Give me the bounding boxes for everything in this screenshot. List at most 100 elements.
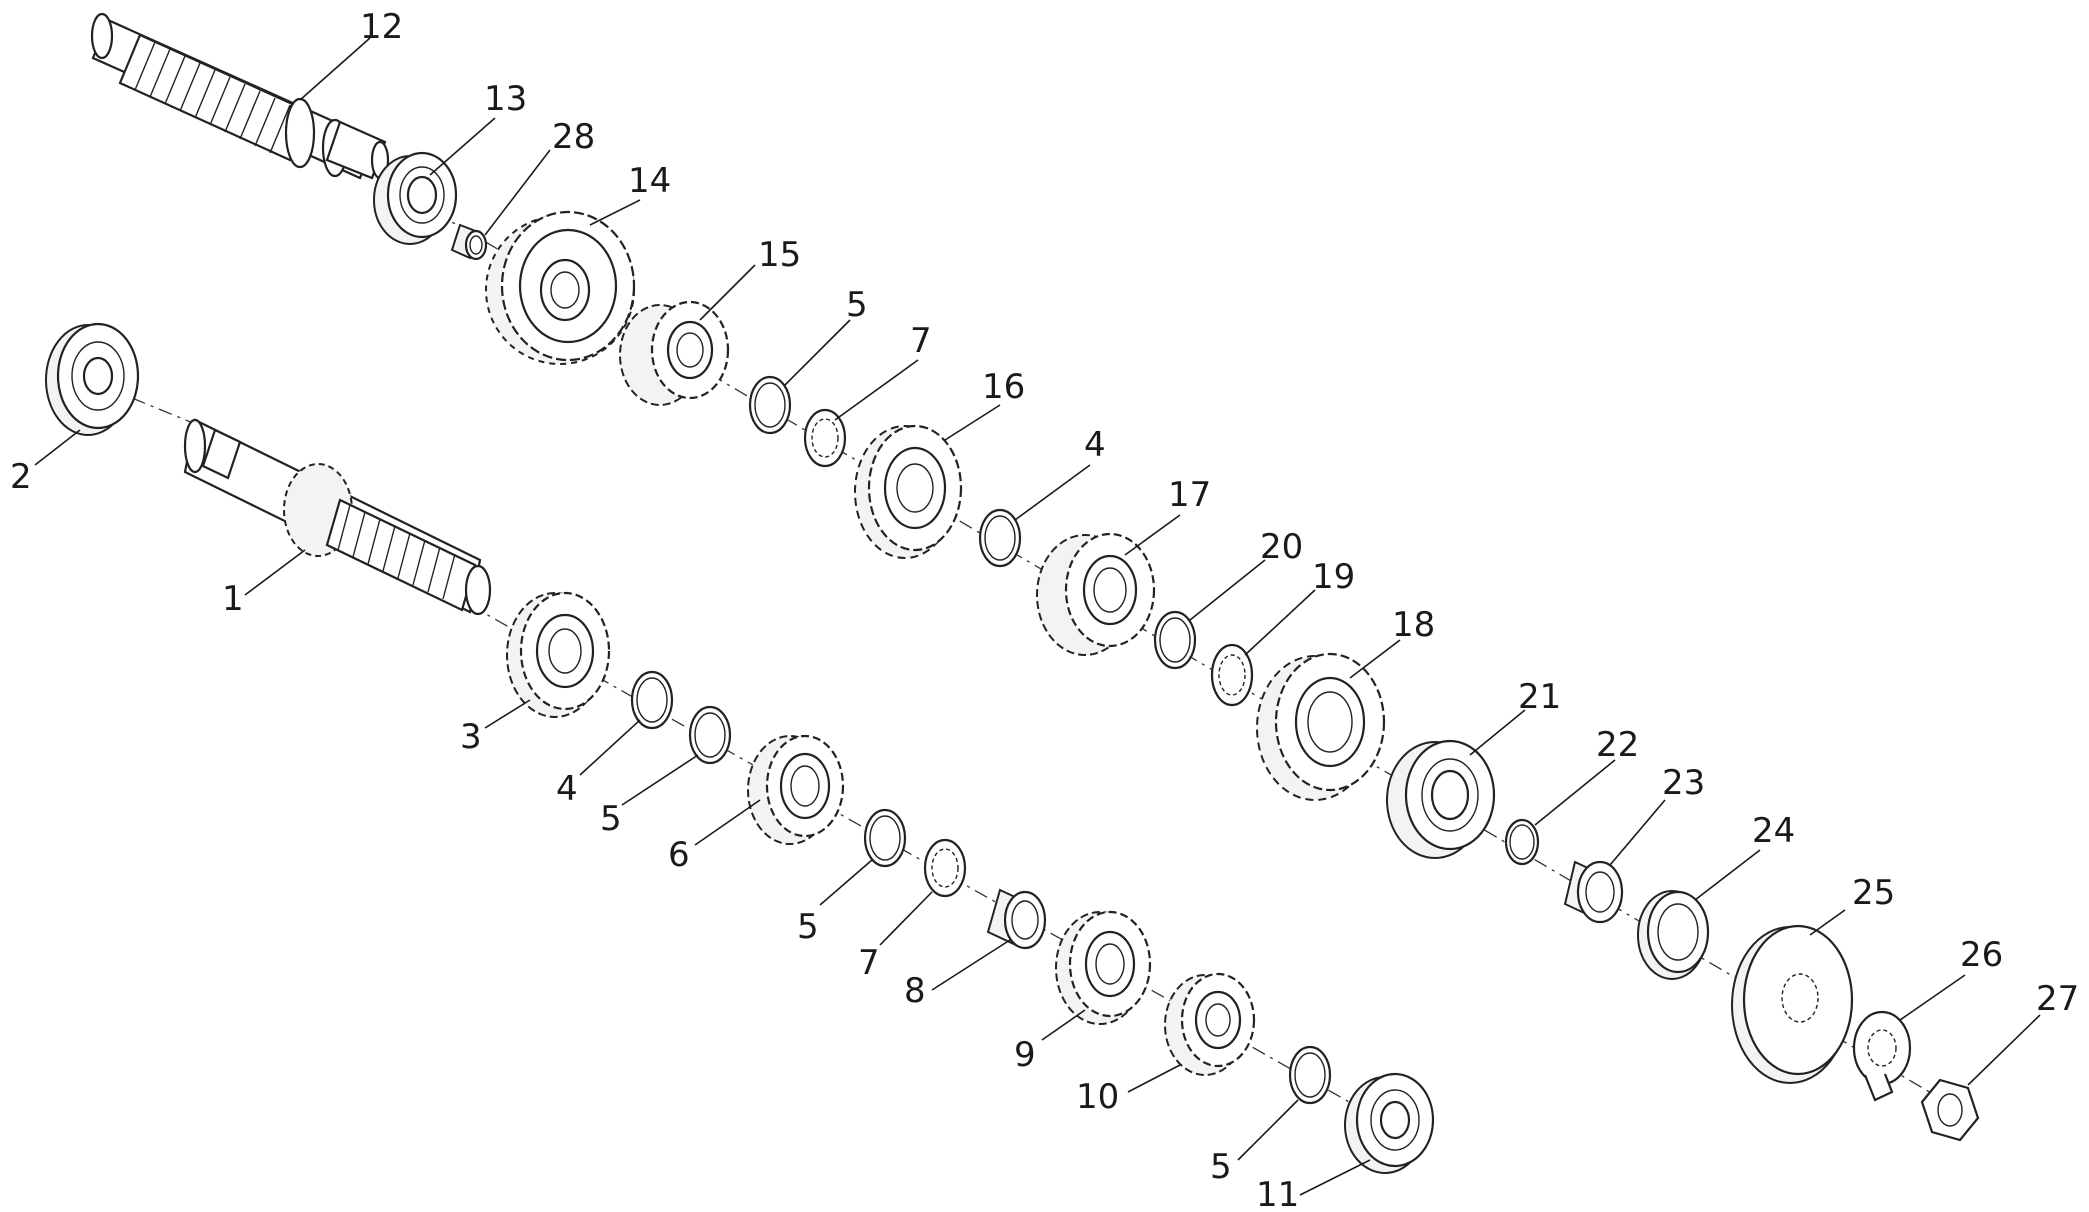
leader-23 [1609,799,1666,866]
callout-28: 28 [552,117,595,157]
leader-lines [34,37,2041,1196]
axis-lines [131,167,1961,1126]
part-18-large-gear [1256,652,1386,801]
leader-22 [1534,759,1616,826]
part-14-large-gear [485,210,636,365]
part-7-splined-washer-upper [803,408,847,468]
leader-21 [1469,709,1526,756]
callout-25: 25 [1852,873,1895,913]
callout-12: 12 [360,7,403,47]
callout-1: 1 [222,579,244,619]
leader-8 [931,939,1011,991]
leader-9 [1041,1009,1086,1041]
callout-15: 15 [758,235,801,275]
leader-18 [1349,639,1401,679]
part-6-dog-gear [747,734,845,845]
callout-7-upper: 7 [910,321,932,361]
part-28-bushing [450,223,488,261]
leader-7-lower [879,891,933,946]
part-15-dog-gear [619,300,730,406]
part-5-circlip-lower-d [1288,1045,1332,1105]
leader-26 [1899,974,1966,1021]
part-13-bearing [373,151,458,245]
leader-20 [1189,559,1266,621]
leader-4-upper [1014,464,1091,521]
callout-5-upper: 5 [846,285,868,325]
callout-5-lower-c: 5 [797,907,819,947]
part-23-bushing [1563,860,1624,924]
part-19-splined-washer [1210,643,1254,707]
leader-10 [1127,1064,1181,1093]
leader-12 [299,37,371,101]
leader-6 [694,799,761,846]
callout-24: 24 [1752,811,1795,851]
leader-27 [1967,1014,2041,1086]
callout-22: 22 [1596,725,1639,765]
part-10-dog-gear [1164,972,1256,1076]
callout-10: 10 [1076,1077,1119,1117]
leader-13 [429,117,496,176]
callout-21: 21 [1518,677,1561,717]
callout-6: 6 [668,835,690,875]
part-24-seal [1637,890,1710,980]
callout-8: 8 [904,971,926,1011]
leader-5-lower-c [819,859,873,906]
callout-4-lower: 4 [556,769,578,809]
part-25-sprocket-plate [1731,924,1854,1084]
leader-5-lower-b [621,754,699,806]
callout-27: 27 [2036,979,2079,1019]
part-4-thrust-washer-upper [978,508,1022,568]
callout-19: 19 [1312,557,1355,597]
part-5-circlip-lower-c [863,808,907,868]
callout-9: 9 [1014,1035,1036,1075]
callout-5-lower-b: 5 [600,799,622,839]
leader-1 [244,549,306,596]
part-26-lock-washer [1852,1010,1912,1102]
part-1-lower-shaft [183,418,492,616]
part-11-bearing [1344,1072,1435,1174]
part-27-nut [1920,1078,1980,1142]
leader-19 [1244,589,1316,656]
leader-16 [944,404,1001,441]
callout-16: 16 [982,367,1025,407]
callout-23: 23 [1662,763,1705,803]
leader-25 [1809,909,1846,936]
leader-5-upper [784,319,851,386]
part-22-circlip [1504,818,1540,866]
part-4-thrust-washer-lower [630,670,674,730]
leader-5-lower-d [1237,1099,1299,1161]
callout-5-lower-d: 5 [1210,1147,1232,1187]
callout-18: 18 [1392,605,1435,645]
leader-11 [1299,1159,1371,1196]
callout-3: 3 [460,717,482,757]
leader-17 [1124,514,1181,556]
part-16-gear [854,424,963,559]
callout-20: 20 [1260,527,1303,567]
part-20-circlip [1153,610,1197,670]
part-12-upper-shaft [90,12,390,180]
callout-2: 2 [10,457,32,497]
part-5-circlip-lower-b [688,705,732,765]
leader-4-lower [579,719,641,776]
callout-4-upper: 4 [1084,425,1106,465]
callout-7-lower: 7 [858,943,880,983]
callout-labels: 12 13 28 14 15 5 7 16 4 17 20 19 18 21 2… [10,7,2079,1212]
callout-11: 11 [1256,1175,1299,1212]
leader-14 [589,199,641,226]
part-2-bearing [45,322,140,436]
callout-17: 17 [1168,475,1211,515]
leader-15 [699,264,756,321]
leader-3 [484,699,531,729]
part-7-splined-washer-lower [923,838,967,898]
part-5-circlip-upper [748,375,792,435]
part-9-gear [1055,910,1152,1025]
callout-13: 13 [484,79,527,119]
callout-26: 26 [1960,935,2003,975]
leader-7-upper [834,359,919,421]
part-17-dog-gear [1036,532,1156,656]
leader-2 [34,429,81,466]
callout-14: 14 [628,161,671,201]
leader-24 [1694,849,1761,901]
part-21-bearing [1386,739,1496,859]
